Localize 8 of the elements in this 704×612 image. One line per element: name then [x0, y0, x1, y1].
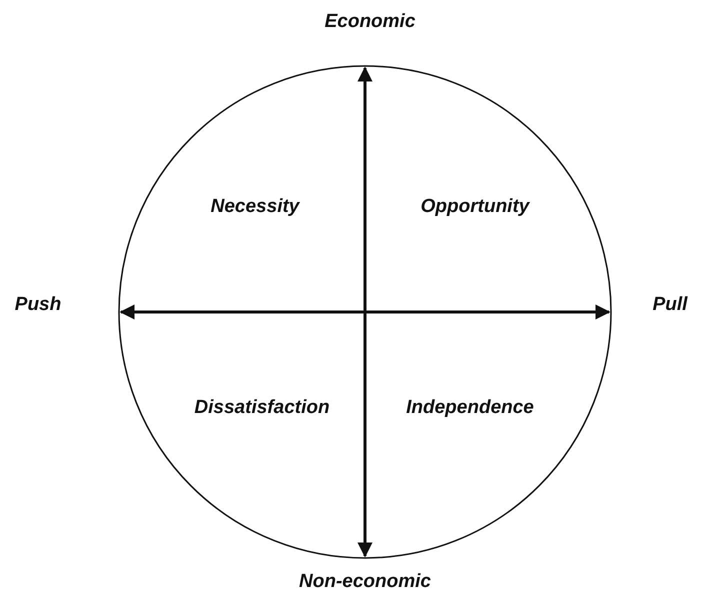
axis-label: Economic [324, 11, 416, 33]
quadrant-label: Dissatisfaction [194, 397, 330, 419]
axis-label: Non-economic [299, 571, 431, 593]
quadrant-label: Necessity [210, 196, 300, 218]
quadrant-label: Independence [406, 397, 534, 419]
quadrant-label: Opportunity [420, 196, 530, 218]
axis-label: Pull [652, 294, 688, 316]
axis-label: Push [14, 294, 62, 316]
